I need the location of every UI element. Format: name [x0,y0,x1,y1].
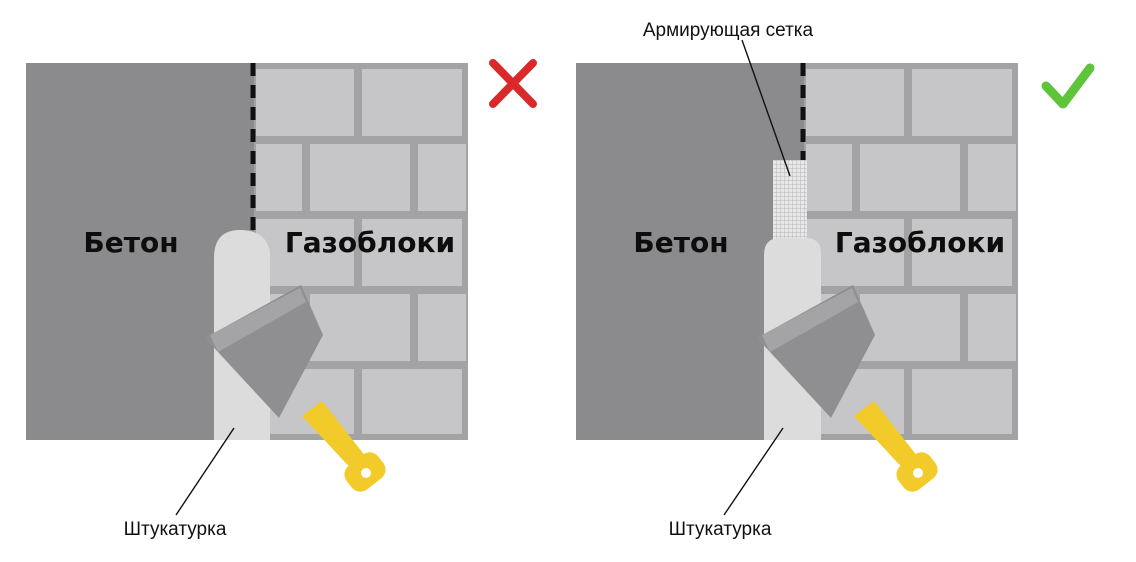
mesh-label: Армирующая сетка [643,20,814,41]
block-label: Газоблоки [285,226,455,259]
aerated-block [912,219,1012,286]
trowel [757,285,938,492]
aerated-block [860,294,960,361]
aerated-block [362,369,462,434]
aerated-block [256,69,354,136]
block-label: Газоблоки [835,226,1005,259]
aerated-block [968,144,1016,211]
reinforcing-mesh [773,160,807,248]
aerated-block [968,294,1016,361]
cross-icon [489,59,537,108]
mesh-callout-line [741,39,791,177]
aerated-block [310,294,410,361]
plaster-callout-line [175,427,235,516]
plaster-label: Штукатурка [669,519,772,540]
plaster-label: Штукатурка [124,519,227,540]
plaster-callout-line [723,427,784,516]
brick-rows [806,69,1016,434]
aerated-block [256,144,302,211]
aerated-block [310,144,410,211]
aerated-block [912,69,1012,136]
aerated-block [860,144,960,211]
aerated-block [362,69,462,136]
aerated-block [806,219,904,286]
panel-right: Бетон Газоблоки Армирующая сетка Штукату… [576,20,1095,540]
concrete-label: Бетон [633,226,728,259]
aerated-block [418,294,466,361]
aerated-block [362,219,462,286]
aerated-block [912,369,1012,434]
aerated-block [256,219,354,286]
concrete-label: Бетон [83,226,178,259]
aerated-block [806,69,904,136]
aerated-block [806,144,852,211]
check-icon [1041,63,1095,109]
aerated-block [418,144,466,211]
trowel [205,285,386,492]
panel-wrong: Бетон Газоблоки Штукатурка [26,59,537,540]
